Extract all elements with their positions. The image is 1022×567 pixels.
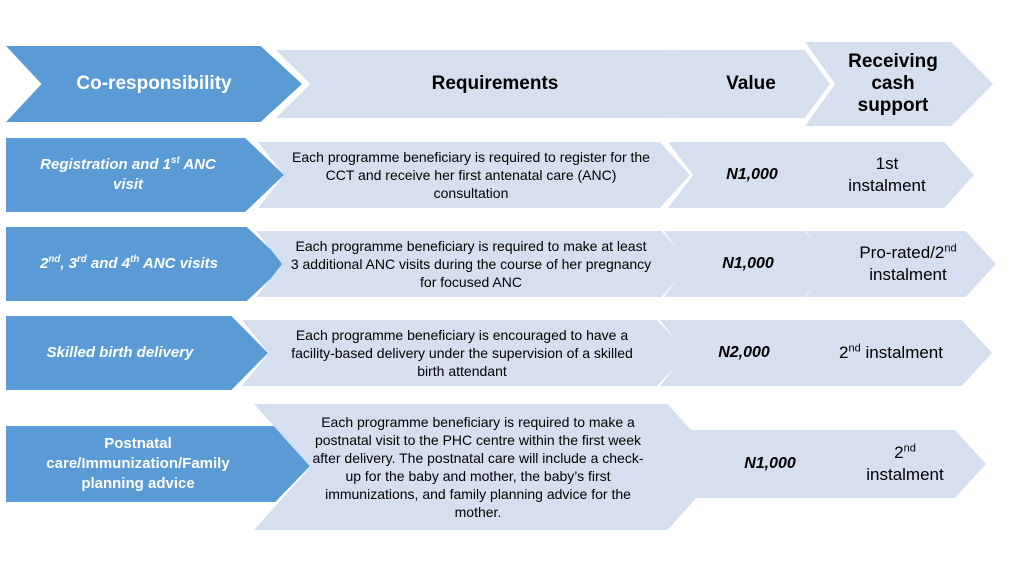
row-4-value-text: N1,000 [744, 455, 796, 472]
row-2-requirement: Each programme beneficiary is required t… [256, 231, 692, 297]
row-1-instalment-line1: 1st [875, 154, 899, 173]
header-co-responsibility-label: Co-responsibility [76, 73, 232, 94]
row-4-instalment-num: 2 [894, 443, 904, 462]
row-2-label: 2nd, 3rd and 4th ANC visits [6, 227, 286, 301]
row-3-value-text: N2,000 [718, 344, 770, 361]
row-4-label-line3: planning advice [81, 475, 195, 492]
row-3-instalment-word: instalment [860, 343, 943, 362]
header-receiving-line3: support [857, 95, 929, 116]
row-3-instalment-num: 2 [839, 343, 849, 362]
header-value: Value [672, 50, 830, 118]
row-4-label-line1: Postnatal [104, 435, 172, 452]
row-1-value: N1,000 [668, 142, 836, 208]
row-2-label-part-c: and 4 [86, 255, 131, 272]
header-receiving-cash-support: Receiving cash support [805, 42, 993, 126]
row-2-instalment-line2: instalment [869, 265, 947, 284]
row-4-label-line2: care/Immunization/Family [46, 455, 230, 472]
row-2-value: N1,000 [664, 231, 832, 297]
row-3-label-text: Skilled birth delivery [46, 344, 194, 361]
row-3-requirement-text: Each programme beneficiary is encouraged… [291, 327, 633, 379]
row-1-label: Registration and 1st ANC visit [6, 138, 284, 212]
row-2-label-part-a: 2 [40, 255, 49, 272]
row-2-label-part-d: ANC visits [139, 255, 218, 272]
header-requirements: Requirements [276, 50, 706, 118]
row-2-label-part-b: , 3 [60, 255, 77, 272]
header-receiving-line2: cash [871, 73, 915, 94]
row-4-instalment: 2nd instalment [814, 430, 986, 498]
row-1-label-part-a: Registration and 1 [40, 156, 172, 173]
row-4-requirement-text: Each programme beneficiary is required t… [312, 414, 644, 520]
row-3-label: Skilled birth delivery [6, 316, 268, 390]
row-1-instalment-line2: instalment [848, 176, 926, 195]
row-3-instalment: 2nd instalment [790, 320, 992, 386]
row-4-instalment-word: instalment [866, 465, 944, 484]
header-requirements-label: Requirements [431, 73, 559, 94]
row-2-label-sup-c: th [130, 254, 140, 265]
row-1-label-sup: st [171, 155, 180, 166]
row-2-value-text: N1,000 [722, 255, 774, 272]
row-1-requirement-text: Each programme beneficiary is required t… [292, 149, 650, 201]
row-1-value-text: N1,000 [726, 166, 778, 183]
row-1-requirement: Each programme beneficiary is required t… [258, 142, 690, 208]
row-2-label-sup-a: nd [48, 254, 61, 265]
row-2-instalment-line1: Pro-rated/2 [859, 243, 945, 262]
row-2-instalment: Pro-rated/2nd instalment [806, 231, 996, 297]
row-3-requirement: Each programme beneficiary is encouraged… [242, 320, 688, 386]
row-1-label-part-c: visit [112, 176, 143, 193]
row-4-instalment-sup: nd [903, 442, 916, 455]
row-3-instalment-sup: nd [848, 342, 861, 355]
row-2-instalment-sup: nd [944, 242, 957, 255]
row-1-instalment: 1st instalment [808, 142, 974, 208]
header-value-label: Value [726, 73, 776, 94]
row-2-requirement-text: Each programme beneficiary is required t… [290, 238, 652, 290]
row-1-label-part-b: ANC [179, 156, 216, 173]
header-receiving-line1: Receiving [848, 51, 938, 72]
row-4-requirement: Each programme beneficiary is required t… [254, 404, 724, 530]
header-co-responsibility: Co-responsibility [6, 46, 302, 122]
row-2-label-sup-b: rd [77, 254, 87, 265]
row-4-label: Postnatal care/Immunization/Family plann… [6, 426, 312, 502]
